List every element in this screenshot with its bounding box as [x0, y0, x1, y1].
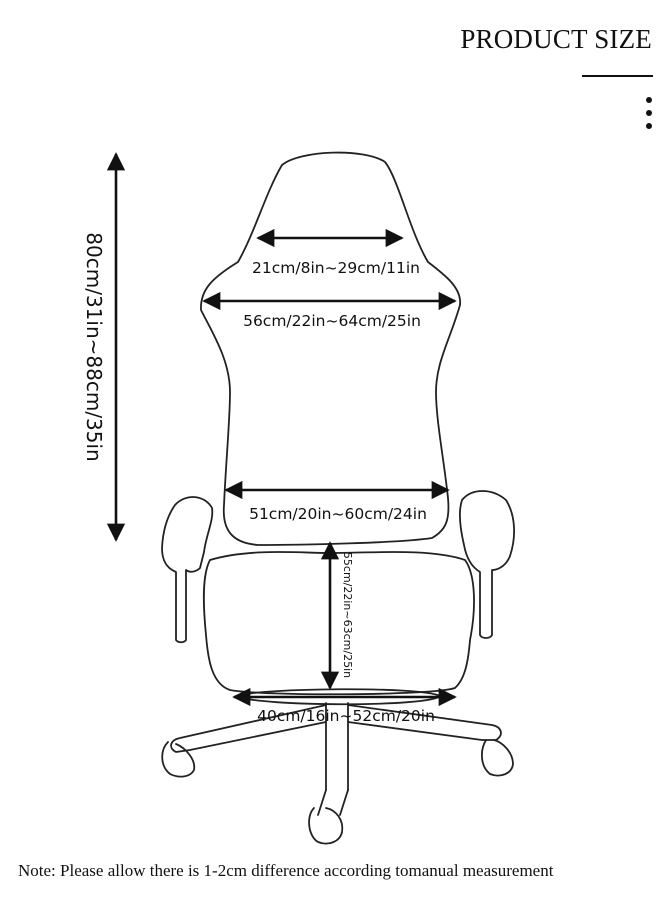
shoulder-width-label: 56cm/22in~64cm/25in — [243, 312, 421, 330]
dimension-arrows — [106, 152, 457, 707]
chair-gas-lift — [325, 702, 349, 791]
lower-back-width-label: 51cm/20in~60cm/24in — [249, 505, 427, 523]
backrest-height-label: 80cm/31in~88cm/35in — [82, 232, 106, 461]
chair-outline — [161, 151, 515, 845]
vertical-dots-icon[interactable] — [645, 97, 653, 131]
chair-backrest — [200, 151, 461, 546]
measurement-note: Note: Please allow there is 1-2cm differ… — [18, 861, 554, 880]
chair-right-armrest — [458, 490, 515, 639]
seat-width-label: 40cm/16in~52cm/20in — [257, 707, 435, 725]
chair-wheelbase — [170, 704, 502, 816]
chair-left-armrest — [161, 496, 214, 644]
headrest-width-label: 21cm/8in~29cm/11in — [252, 259, 420, 277]
page-title: PRODUCT SIZE — [460, 24, 652, 54]
chair-caster-right — [481, 739, 514, 777]
chair-caster-front — [308, 807, 344, 845]
seat-depth-label: 55cm/22in~63cm/25in — [341, 552, 354, 678]
chair-seat-cushion — [202, 551, 475, 696]
title-underline — [582, 75, 653, 77]
chair-caster-left — [161, 741, 196, 778]
